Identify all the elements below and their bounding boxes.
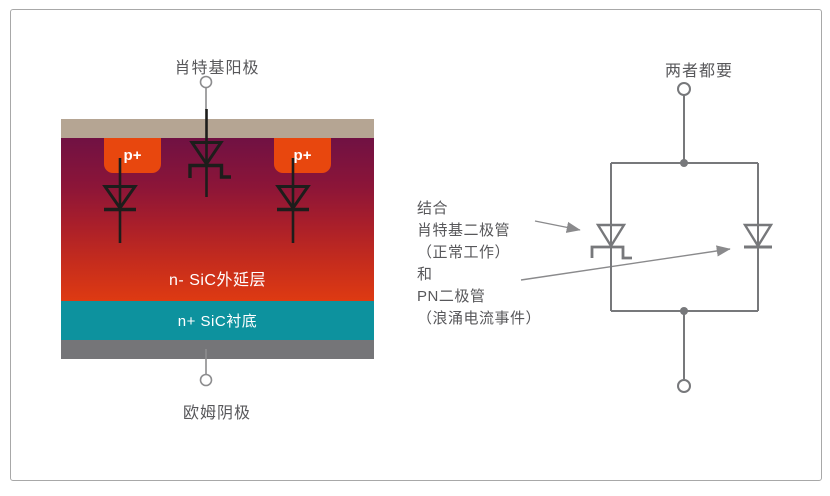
annotation-line: 结合 <box>417 200 449 217</box>
annotation-block: 结合 肖特基二极管 （正常工作） 和 PN二极管 （浪涌电流事件） <box>417 198 592 330</box>
annotation-line: （浪涌电流事件） <box>417 310 542 327</box>
p-plus-region-right: p+ <box>274 138 331 173</box>
p-plus-label: p+ <box>123 147 142 164</box>
bottom-metal-layer <box>61 340 374 359</box>
epi-layer-label: n- SiC外延层 <box>169 272 266 289</box>
substrate-layer: n+ SiC衬底 <box>61 301 374 340</box>
annotation-line: 和 <box>417 266 433 283</box>
circuit-title: 两者都要 <box>664 63 733 80</box>
p-plus-label: p+ <box>293 147 312 164</box>
top-metal-layer <box>61 119 374 138</box>
p-plus-region-left: p+ <box>104 138 161 173</box>
diagram-panel: 肖特基阳极 p+ p+ n- SiC外延层 n+ SiC衬底 欧姆阴极 结合 肖… <box>10 9 822 481</box>
annotation-line: PN二极管 <box>417 288 486 305</box>
ohmic-cathode-label: 欧姆阴极 <box>182 405 251 422</box>
schottky-anode-label: 肖特基阳极 <box>174 60 260 77</box>
substrate-label: n+ SiC衬底 <box>177 313 258 330</box>
annotation-line: 肖特基二极管 <box>417 222 511 239</box>
annotation-line: （正常工作） <box>417 244 511 261</box>
